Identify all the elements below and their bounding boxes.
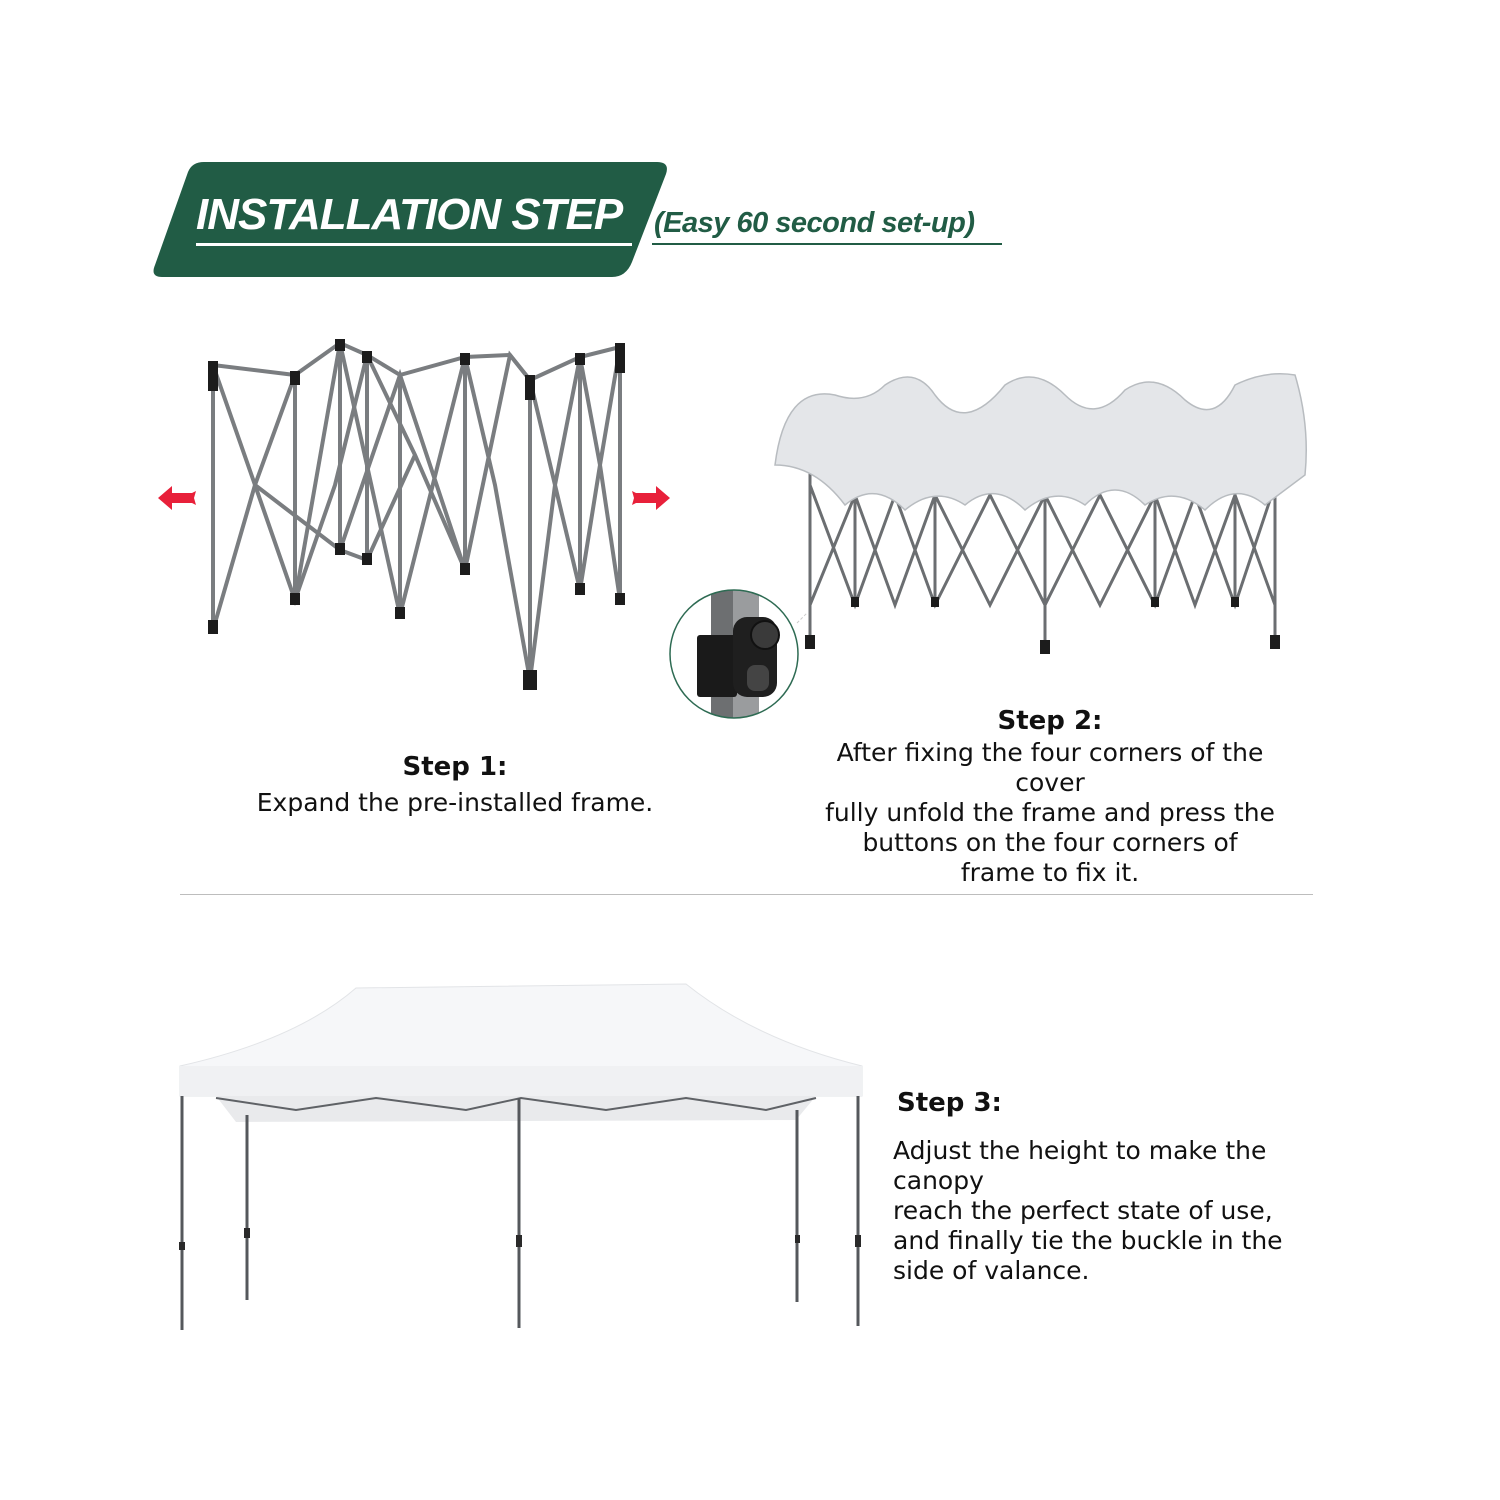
step-3-line: reach the perfect state of use, — [893, 1196, 1273, 1225]
step-2-line: After fixing the four corners of the cov… — [836, 738, 1264, 797]
red-left-arrow-icon — [158, 486, 196, 510]
step-2-description: After fixing the four corners of the cov… — [800, 738, 1300, 888]
step-3-description: Adjust the height to make the canopy rea… — [893, 1136, 1363, 1286]
frame-with-cover-illustration — [774, 373, 1307, 654]
step-2-title: Step 2: — [997, 706, 1103, 736]
step-2-line: buttons on the four corners of — [862, 828, 1238, 857]
header-banner — [153, 162, 667, 277]
step-3-title: Step 3: — [897, 1088, 1002, 1118]
step-2-line: fully unfold the frame and press the — [825, 798, 1275, 827]
page-title: INSTALLATION STEP — [196, 190, 623, 239]
section-divider — [180, 894, 1313, 895]
white-canopy-tent-illustration — [179, 983, 863, 1330]
title-underline — [196, 243, 632, 246]
step-1-title: Step 1: — [402, 752, 508, 782]
subtitle-underline — [652, 243, 1002, 245]
step-3-line: side of valance. — [893, 1256, 1090, 1285]
red-right-arrow-icon — [632, 486, 670, 510]
page-subtitle: (Easy 60 second set-up) — [654, 207, 975, 239]
corner-lock-button-closeup — [669, 589, 807, 719]
step-3-line: and finally tie the buckle in the — [893, 1226, 1283, 1255]
expanded-frame-illustration — [208, 339, 625, 690]
step-1-description: Expand the pre-installed frame. — [256, 788, 654, 817]
step-2-line: frame to fix it. — [960, 858, 1140, 887]
step-3-line: Adjust the height to make the canopy — [893, 1136, 1267, 1195]
